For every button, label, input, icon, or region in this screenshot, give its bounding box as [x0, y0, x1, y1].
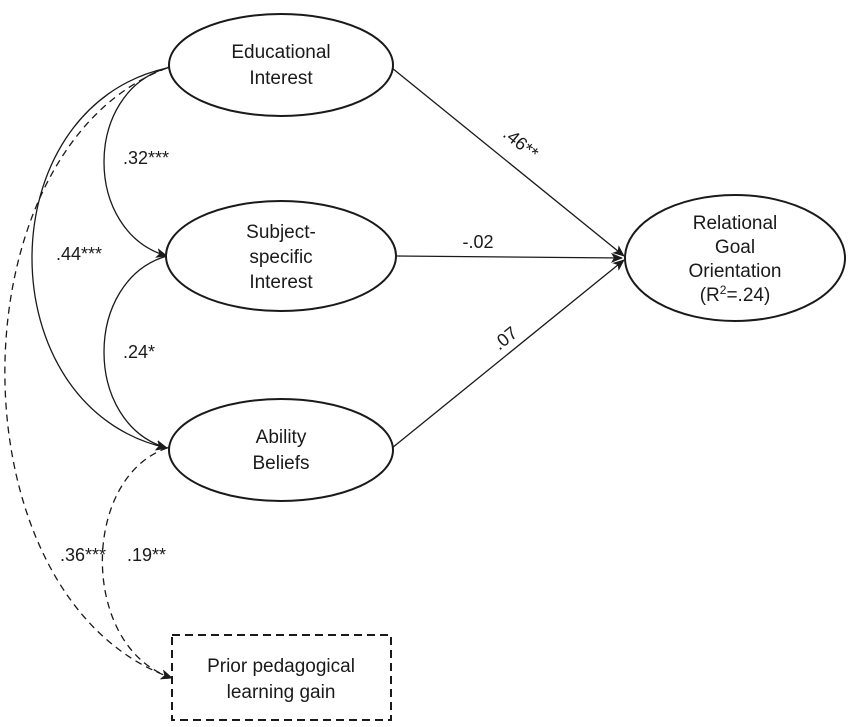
coefficient-ssi-to-rgo: -.02	[462, 232, 493, 252]
node-label-line: Subject-	[246, 222, 316, 243]
r-squared-superscript: 2	[720, 283, 727, 297]
coefficient-edu-ab: .44***	[56, 244, 102, 264]
node-prior-pedagogical-learning-gain: Prior pedagogical learning gain	[171, 634, 392, 721]
node-label-line: Educational	[231, 42, 330, 63]
coefficient-ab-to-rgo: .07	[489, 323, 521, 354]
node-label-line: Goal	[715, 237, 755, 258]
coefficient-edu-ssi: .32***	[123, 148, 169, 168]
coefficient-ssi-ab: .24*	[123, 342, 155, 362]
r-squared-label: (R2=.24)	[700, 283, 771, 306]
coefficient-edu-to-rgo: .46**	[499, 123, 542, 163]
node-label-line: Relational	[693, 213, 778, 234]
node-label-line: learning gain	[227, 682, 336, 703]
correlation-edu-ssi	[103, 60, 179, 258]
node-relational-goal-orientation: Relational Goal Orientation (R2=.24)	[624, 194, 846, 322]
node-subject-specific-interest: Subject- specific Interest	[165, 200, 397, 312]
node-label-line: Prior pedagogical	[207, 656, 355, 677]
path-ab-to-rgo	[391, 259, 625, 449]
r-squared-suffix: =.24)	[726, 285, 770, 306]
ellipse-shape	[168, 398, 394, 502]
node-label-line: Ability	[256, 427, 307, 448]
node-label-line: Interest	[249, 68, 313, 89]
correlation-edu-ab	[31, 60, 179, 451]
correlation-edu-prior	[4, 59, 180, 680]
node-label-line: Orientation	[689, 261, 782, 282]
r-squared-prefix: (R	[700, 285, 720, 306]
path-ssi-to-rgo	[395, 252, 623, 263]
ellipse-shape	[624, 194, 846, 322]
coefficient-edu-prior: .36***	[60, 545, 106, 565]
path-edu-to-rgo	[391, 67, 625, 257]
node-ability-beliefs: Ability Beliefs	[168, 398, 394, 502]
node-educational-interest: Educational Interest	[168, 13, 394, 117]
ellipse-shape	[168, 13, 394, 117]
node-label-line: specific	[249, 247, 312, 268]
node-label-line: Interest	[249, 272, 313, 293]
node-label-line: Beliefs	[252, 453, 309, 474]
coefficient-ab-prior: .19**	[127, 545, 166, 565]
box-shape	[171, 634, 392, 721]
correlation-ssi-ab	[103, 248, 179, 450]
ellipse-shape	[165, 200, 397, 312]
